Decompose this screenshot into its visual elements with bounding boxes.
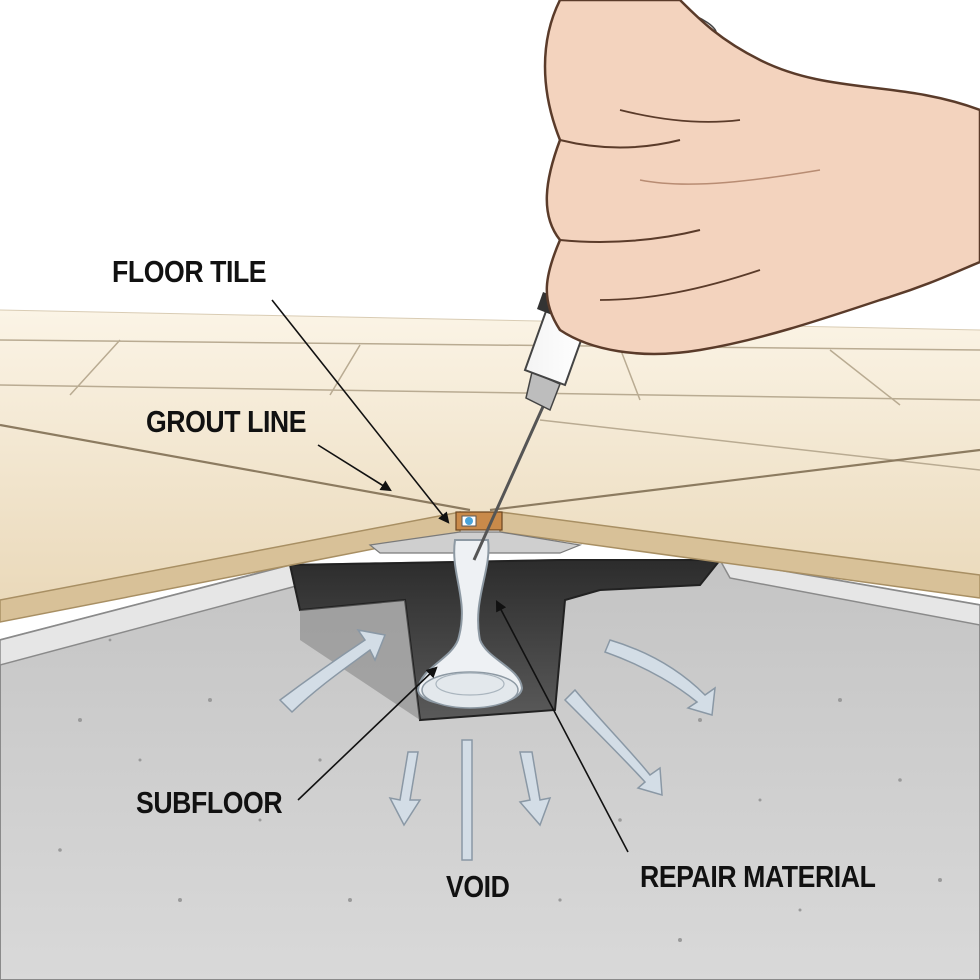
- hand: [543, 0, 980, 356]
- label-grout-line: GROUT LINE: [146, 404, 307, 439]
- void-cavity: [288, 559, 723, 722]
- label-subfloor: SUBFLOOR: [136, 785, 283, 820]
- leader-lines: [271, 299, 629, 853]
- label-void: VOID: [446, 869, 510, 904]
- concrete-speckles: [58, 638, 942, 942]
- tile-grid: [0, 339, 980, 471]
- flow-arrows: [278, 628, 716, 861]
- label-repair-material: REPAIR MATERIAL: [640, 859, 876, 894]
- floor-tile-surface: [0, 310, 980, 600]
- grout-line: [0, 423, 980, 512]
- label-floor-tile: FLOOR TILE: [112, 254, 267, 289]
